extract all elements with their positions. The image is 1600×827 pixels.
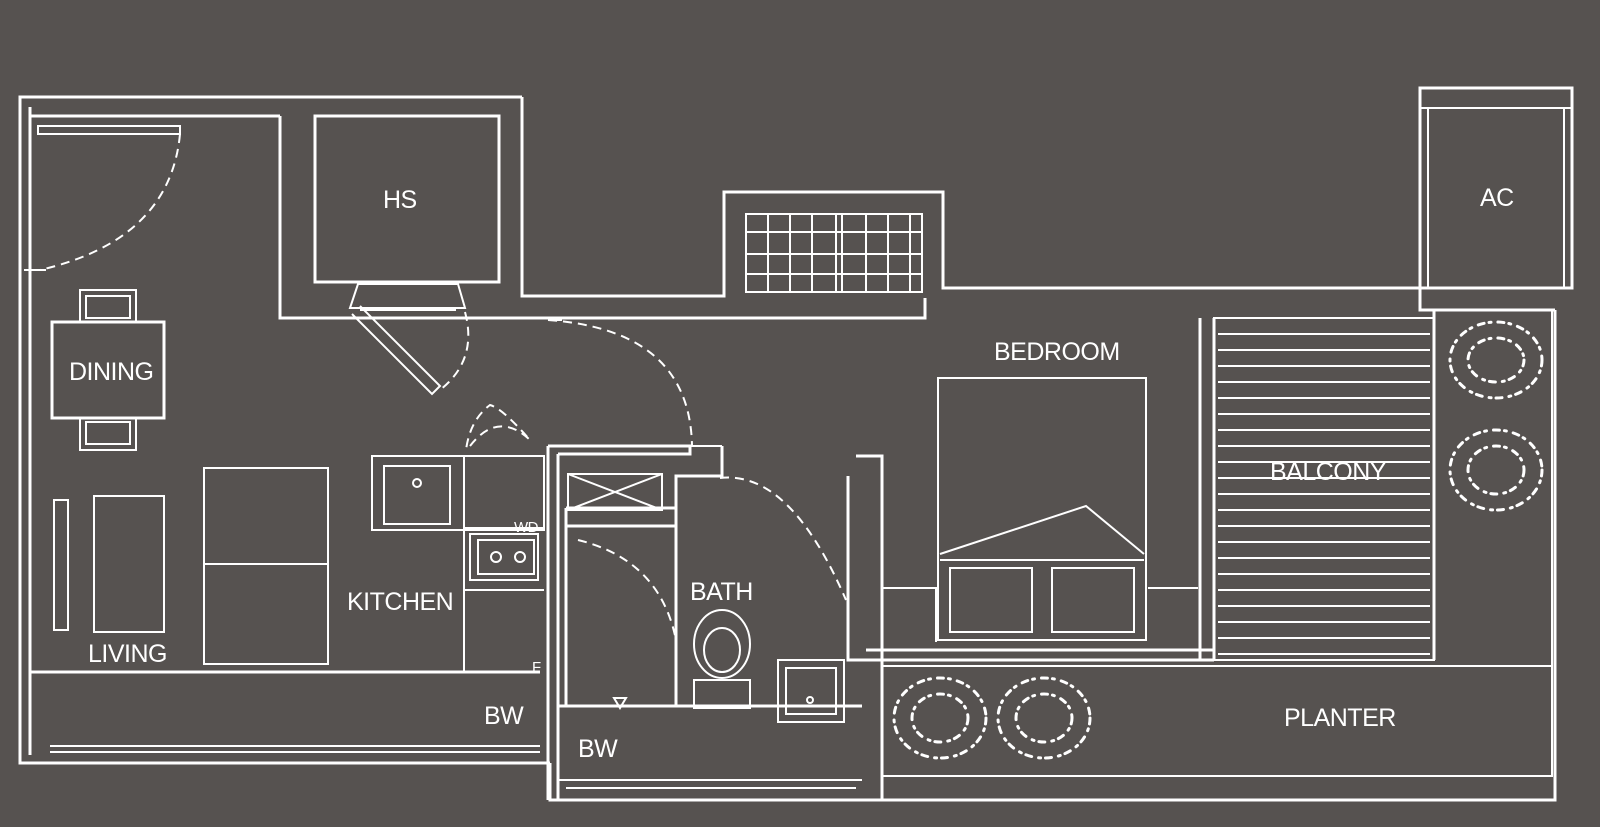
shrub-2 <box>1448 428 1544 512</box>
label-planter: PLANTER <box>1284 704 1396 732</box>
bedroom-area <box>866 318 1216 662</box>
label-kitchen: KITCHEN <box>347 588 453 616</box>
room-labels: HS AC DINING BEDROOM BALCONY KITCHEN WD … <box>69 184 1515 763</box>
outer-walls <box>18 95 1557 802</box>
living-area <box>30 467 540 753</box>
label-dining: DINING <box>69 358 154 386</box>
planter-area <box>882 310 1553 777</box>
shrub-1 <box>1448 320 1544 400</box>
vent-grille <box>745 213 923 293</box>
label-ac: AC <box>1480 184 1514 212</box>
ac-ledge <box>1418 86 1574 290</box>
label-hs: HS <box>383 186 417 214</box>
label-bedroom: BEDROOM <box>994 338 1120 366</box>
label-bath: BATH <box>690 578 753 606</box>
label-f: F <box>532 659 541 676</box>
balcony-area <box>1213 317 1435 661</box>
hs-room <box>313 114 501 396</box>
shrub-4 <box>996 676 1092 760</box>
entrance-door <box>24 125 181 271</box>
kitchen-area <box>371 403 545 672</box>
shrub-3 <box>892 676 988 760</box>
label-bw-bath: BW <box>578 735 618 763</box>
dining-area <box>50 289 166 451</box>
shrubs <box>892 320 1544 760</box>
label-living: LIVING <box>88 640 167 668</box>
label-wd: WD <box>514 519 539 536</box>
bath-block <box>546 319 884 800</box>
label-bw-living: BW <box>484 702 524 730</box>
label-balcony: BALCONY <box>1270 458 1387 486</box>
